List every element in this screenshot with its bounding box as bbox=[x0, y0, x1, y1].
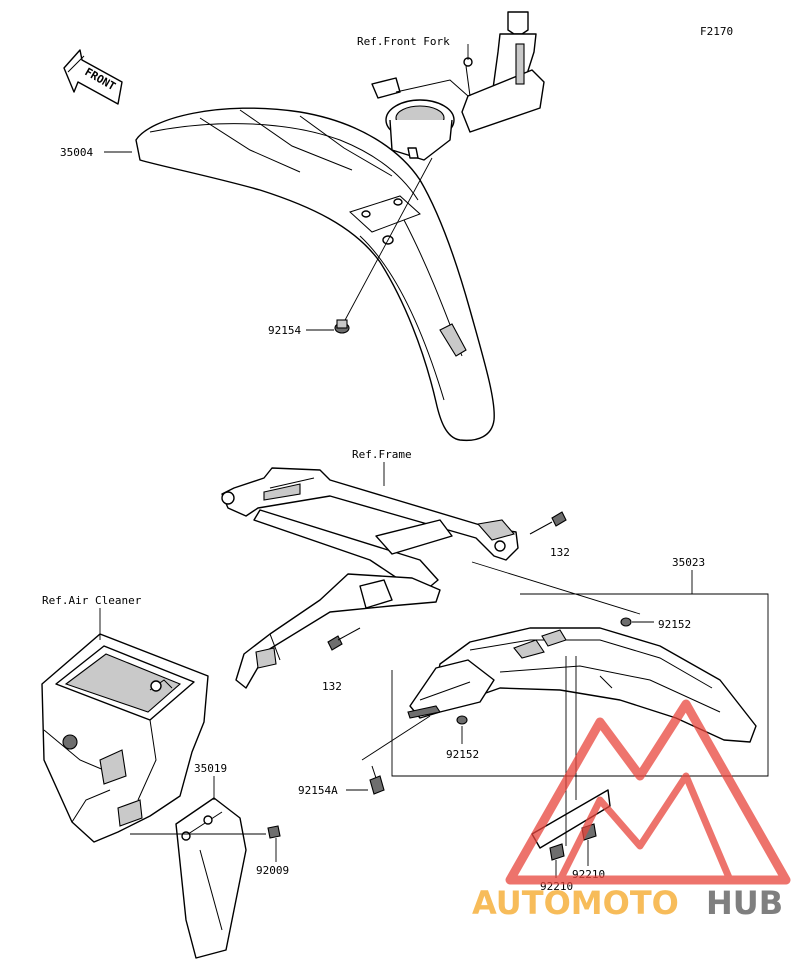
bolt-92154a-icon bbox=[369, 765, 385, 795]
part-label-92154: 92154 bbox=[268, 324, 301, 337]
leader-fork-to-bolt bbox=[343, 157, 433, 323]
bolt-132-left-icon bbox=[327, 627, 361, 651]
ref-frame-label: Ref.Frame bbox=[352, 448, 412, 461]
rear-bracket-drawing bbox=[531, 656, 611, 849]
front-arrow-icon: FRONT bbox=[63, 49, 123, 105]
collar-92152-mid-icon bbox=[456, 715, 468, 725]
collar-92152-top-icon bbox=[620, 617, 632, 627]
part-label-92152-top: 92152 bbox=[658, 618, 691, 631]
ref-air-cleaner-label: Ref.Air Cleaner bbox=[42, 594, 142, 607]
leader-92154a-up bbox=[361, 715, 431, 761]
nut-92210-left-icon bbox=[549, 843, 565, 861]
part-label-92009: 92009 bbox=[256, 864, 289, 877]
leader-35023-box bbox=[391, 570, 769, 777]
part-label-35004: 35004 bbox=[60, 146, 93, 159]
air-cleaner-drawing bbox=[41, 633, 209, 843]
rear-flap-drawing bbox=[175, 797, 247, 959]
front-fender-drawing bbox=[135, 107, 495, 442]
part-label-92152-mid: 92152 bbox=[446, 748, 479, 761]
bolt-92154-icon bbox=[334, 319, 350, 334]
ref-front-fork-label: Ref.Front Fork bbox=[357, 35, 450, 48]
bolt-92009-icon bbox=[267, 825, 281, 839]
frame-drawing bbox=[221, 467, 519, 689]
rear-fender-drawing bbox=[407, 627, 757, 743]
bolt-132-right-icon bbox=[529, 511, 567, 535]
watermark-logo: AUTOMOTO HUB bbox=[472, 699, 791, 922]
part-label-35019: 35019 bbox=[194, 762, 227, 775]
front-fork-drawing bbox=[371, 11, 545, 161]
part-label-132-right: 132 bbox=[550, 546, 570, 559]
leader-frame-to-fender bbox=[471, 561, 641, 615]
part-label-35023: 35023 bbox=[672, 556, 705, 569]
watermark-text-automoto: AUTOMOTO bbox=[472, 884, 679, 922]
figure-code: F2170 bbox=[700, 25, 733, 38]
watermark-text-hub: HUB bbox=[706, 884, 783, 922]
part-label-92154a: 92154A bbox=[298, 784, 338, 797]
part-label-132-left: 132 bbox=[322, 680, 342, 693]
